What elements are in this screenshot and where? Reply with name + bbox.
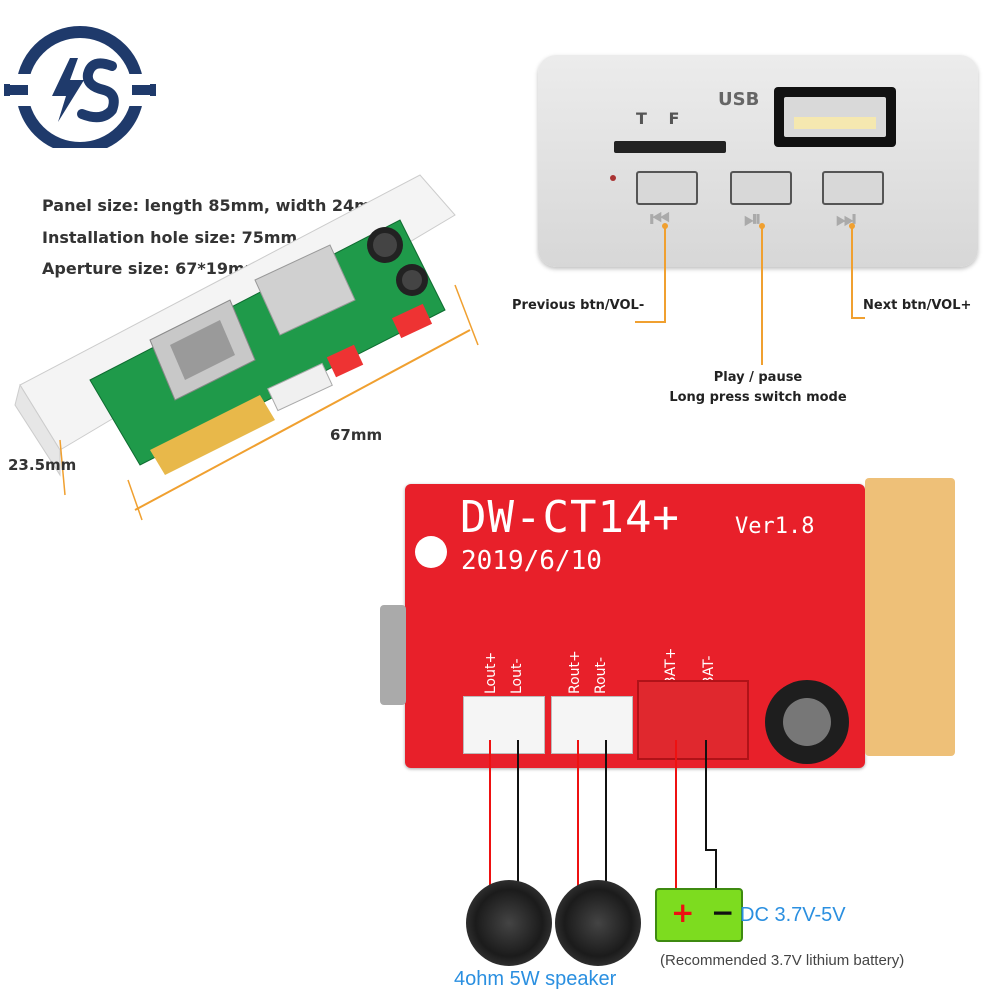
board-model: DW-CT14+: [460, 492, 680, 543]
battery-plus: +: [671, 896, 695, 929]
battery-icon: + −: [655, 888, 743, 942]
pin-rout-plus: Rout+: [567, 650, 583, 694]
capacitor: [765, 680, 849, 764]
front-panel: T F USB ⏮ ⏯ ⏭: [538, 55, 978, 267]
usb-side-port: [380, 605, 406, 705]
right-output-connector[interactable]: [551, 696, 633, 754]
previous-label: Previous btn/VOL-: [512, 298, 645, 313]
play-pause-icon: ⏯: [744, 207, 762, 232]
board-date: 2019/6/10: [461, 546, 602, 576]
next-button[interactable]: [822, 171, 884, 205]
dimension-width: 67mm: [330, 426, 383, 444]
board-version: Ver1.8: [735, 514, 815, 539]
module-photo: [14, 174, 479, 521]
pin-rout-minus: Rout-: [593, 656, 609, 694]
usb-port[interactable]: [774, 87, 896, 147]
play-label: Play / pause: [713, 370, 803, 385]
brand-logo: [4, 26, 156, 148]
speaker-right-icon: [555, 880, 641, 966]
dimension-height: 23.5mm: [8, 456, 77, 474]
battery-minus: −: [711, 896, 735, 929]
left-output-connector[interactable]: [463, 696, 545, 754]
red-pcb: DW-CT14+ Ver1.8 2019/6/10 Lout+ Lout- Ro…: [405, 484, 865, 768]
bluetooth-antenna: [865, 478, 955, 756]
wires: [489, 740, 717, 890]
status-led: [610, 175, 616, 181]
pin-lout-plus: Lout+: [483, 651, 499, 694]
spec-panel-size: Panel size: length 85mm, width 24mm: [42, 196, 388, 215]
previous-button[interactable]: [636, 171, 698, 205]
play-pause-button[interactable]: [730, 171, 792, 205]
mounting-hole: [415, 536, 447, 568]
speaker-label: 4ohm 5W speaker: [454, 968, 617, 990]
battery-connector[interactable]: [637, 680, 749, 760]
battery-note: (Recommended 3.7V lithium battery): [660, 952, 905, 969]
play-longpress-label: Long press switch mode: [669, 390, 847, 405]
next-label: Next btn/VOL+: [863, 298, 972, 313]
battery-voltage: DC 3.7V-5V: [740, 904, 846, 926]
speaker-left-icon: [466, 880, 552, 966]
callout-lines: [635, 223, 865, 365]
spec-aperture-size: Aperture size: 67*19mm: [42, 259, 262, 278]
pin-lout-minus: Lout-: [509, 658, 525, 694]
tf-card-slot[interactable]: [614, 141, 726, 153]
tf-label: T F: [636, 109, 688, 128]
usb-label: USB: [718, 89, 760, 110]
spec-hole-size: Installation hole size: 75mm: [42, 228, 298, 247]
